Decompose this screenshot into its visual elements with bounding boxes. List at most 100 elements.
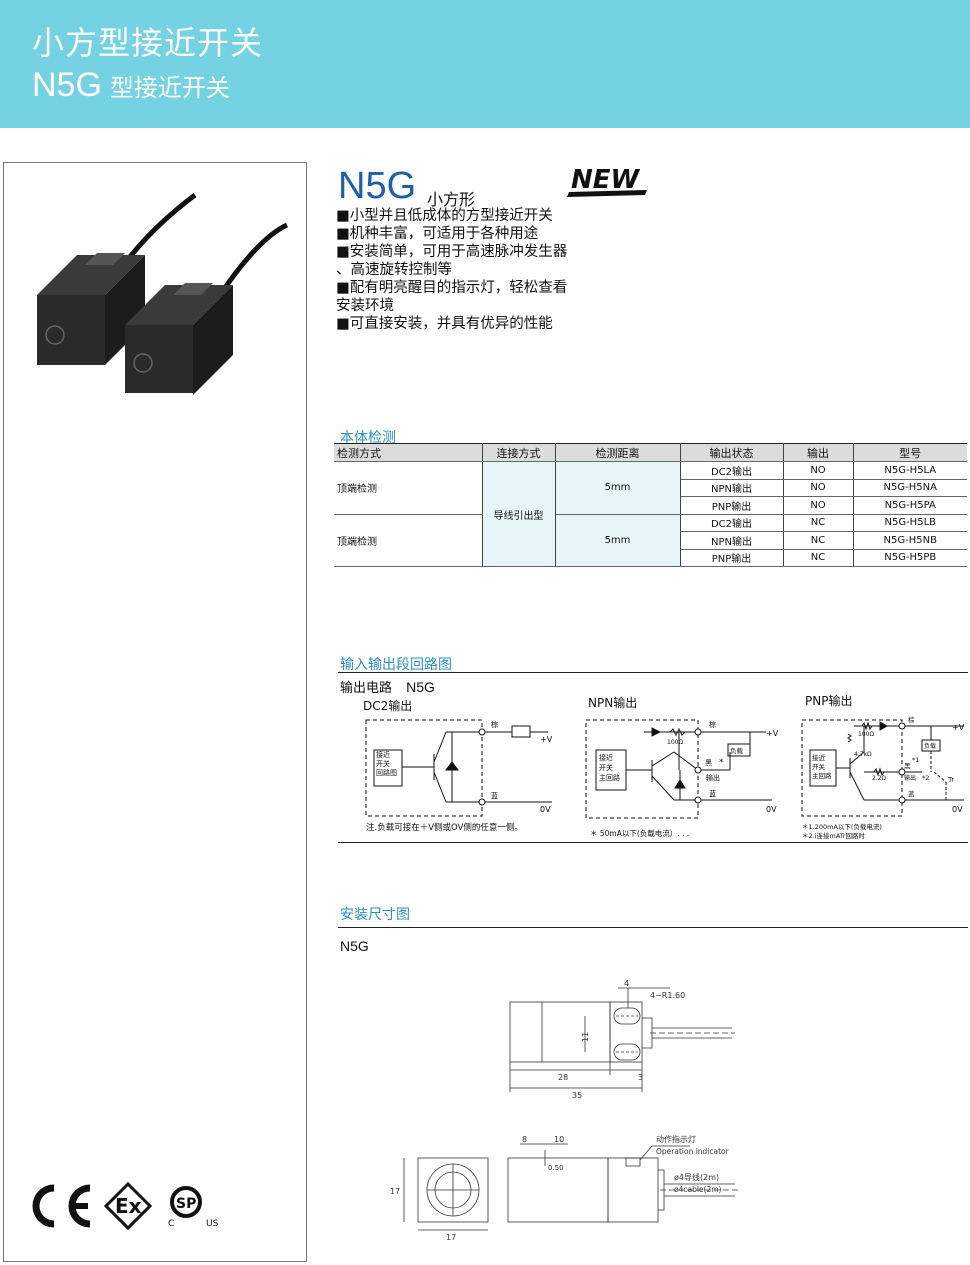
svg-text:8: 8 (522, 1135, 527, 1144)
feature-item: ■可直接安装，并具有优异的性能 (336, 316, 553, 332)
table-row: NPN输出 NO N5G-H5NA (334, 479, 967, 497)
dimension-section-title: 安装尺寸图 (340, 907, 410, 923)
svg-text:4: 4 (624, 980, 629, 988)
section-divider (338, 927, 968, 928)
ex-mark: Ex (103, 1181, 153, 1231)
connection-cell: 导线引出型 (482, 461, 556, 567)
svg-text:2.2Ω: 2.2Ω (872, 775, 887, 782)
svg-text:0V: 0V (952, 805, 963, 814)
col-header: 连接方式 (482, 443, 556, 462)
svg-text:17: 17 (390, 1187, 400, 1196)
output-cell: NO (783, 496, 854, 515)
output-cell: NC (783, 531, 854, 550)
table-row: PNP输出 NC N5G-H5PB (334, 549, 967, 567)
method-cell: 顶端检测 (334, 461, 483, 515)
svg-text:*1: *1 (912, 756, 919, 764)
circuit-section-title: 输入输出段回路图 (340, 657, 452, 673)
svg-text:负载: 负载 (730, 746, 744, 755)
feature-item: ■配有明亮醒目的指示灯，轻松查看 (336, 280, 568, 296)
svg-text:＊ 50mA以下(负载电流）. . .: ＊ 50mA以下(负载电流）. . . (590, 828, 689, 838)
output-cell: NO (783, 479, 854, 497)
circuit-heading-text: 输出电路 (340, 681, 393, 696)
output-state-cell: DC2输出 (680, 461, 784, 480)
output-state-cell: NPN输出 (680, 479, 784, 497)
section-divider (338, 842, 968, 843)
feature-item: ■小型并且低成体的方型接近开关 (336, 208, 553, 224)
output-state-cell: NPN输出 (680, 531, 784, 550)
table-row: 顶端检测 导线引出型 5mm DC2输出 NO N5G-H5LA (334, 461, 967, 567)
svg-text:0V: 0V (540, 805, 551, 814)
svg-text:注.负载可接在＋V侧或OV侧的任意一侧。: 注.负载可接在＋V侧或OV侧的任意一侧。 (366, 822, 523, 833)
spec-section-title: 本体检测 (340, 430, 396, 446)
model-cell: N5G-H5PA (853, 496, 967, 515)
new-badge: NEW (567, 165, 647, 197)
feature-list: ■小型并且低成体的方型接近开关 ■机种丰富，可适用于各种用途 ■安装简单，可用于… (336, 207, 606, 333)
feature-item: 、高速旋转控制等 (336, 262, 452, 278)
col-header: 输出状态 (680, 443, 784, 462)
output-cell: NC (783, 549, 854, 567)
distance-cell: 5mm (555, 461, 681, 515)
product-model: N5G (338, 165, 417, 207)
npn-circuit (585, 719, 772, 819)
svg-text:100Ω: 100Ω (667, 739, 683, 746)
svg-text:Ex: Ex (115, 1194, 142, 1218)
svg-text:+V: +V (766, 729, 779, 738)
svg-text:35: 35 (572, 1091, 582, 1100)
header-model: N5G (32, 66, 102, 104)
svg-text:Operation indicator: Operation indicator (656, 1147, 730, 1156)
table-header-row: 检测方式 连接方式 检测距离 输出状态 输出 型号 (334, 443, 967, 462)
dimension-model: N5G (340, 938, 369, 954)
svg-text:4.7kΩ: 4.7kΩ (854, 751, 872, 758)
svg-text:主回路: 主回路 (812, 771, 832, 780)
csa-mark: SP C US (168, 1186, 219, 1229)
header-title: 小方型接近开关 (32, 24, 264, 62)
svg-text:ø4cable(2m): ø4cable(2m) (674, 1185, 722, 1194)
model-cell: N5G-H5NA (853, 479, 967, 497)
svg-text:+V: +V (540, 735, 553, 744)
svg-text:接近: 接近 (812, 753, 826, 762)
pnp-label: PNP输出 (805, 694, 853, 708)
spec-table: 检测方式 连接方式 检测距离 输出状态 输出 型号 顶端检测 导线引出型 5mm… (334, 443, 967, 567)
output-state-cell: PNP输出 (680, 549, 784, 567)
svg-text:回路图: 回路图 (376, 768, 397, 777)
svg-text:开关: 开关 (812, 762, 826, 771)
svg-text:输出: 输出 (904, 774, 916, 782)
svg-text:17: 17 (446, 1233, 456, 1242)
col-header: 检测方式 (334, 443, 483, 462)
circuit-heading-model: N5G (406, 679, 435, 695)
svg-text:SP: SP (176, 1196, 196, 1212)
model-cell: N5G-H5PB (853, 549, 967, 567)
section-divider (338, 672, 968, 673)
svg-text:*2: *2 (922, 774, 929, 782)
svg-text:＊2.i连接mATr回路时: ＊2.i连接mATr回路时 (802, 831, 865, 840)
table-row: NPN输出 NC N5G-H5NB (334, 531, 967, 550)
svg-text:100Ω: 100Ω (858, 731, 874, 738)
product-photo (37, 193, 289, 395)
certification-marks: Ex SP C US (32, 1181, 219, 1231)
output-cell: NO (783, 461, 854, 480)
svg-text:棕: 棕 (491, 720, 498, 729)
product-image-panel (3, 162, 307, 1262)
model-cell: N5G-H5LB (853, 514, 967, 532)
pnp-circuit (801, 719, 964, 817)
svg-text:4−R1.60: 4−R1.60 (650, 991, 685, 1000)
svg-text:接近: 接近 (376, 750, 390, 759)
svg-text:ø4导线(2m): ø4导线(2m) (674, 1172, 719, 1182)
product-subtitle: 小方形 (427, 190, 476, 209)
feature-item: ■安装简单，可用于高速脉冲发生器 (336, 244, 568, 260)
distance-cell: 5mm (555, 514, 681, 567)
dc2-label: DC2输出 (363, 699, 413, 713)
svg-text:主回路: 主回路 (599, 773, 620, 782)
svg-text:＊1.200mA以下(负载电流): ＊1.200mA以下(负载电流) (802, 822, 882, 831)
svg-text:负载: 负载 (924, 742, 936, 750)
svg-text:10: 10 (554, 1135, 564, 1144)
output-state-cell: DC2输出 (680, 514, 784, 532)
svg-text:棕: 棕 (709, 720, 716, 729)
svg-text:棕: 棕 (908, 715, 915, 724)
model-cell: N5G-H5NB (853, 531, 967, 550)
svg-text:C: C (168, 1219, 174, 1229)
svg-text:开关: 开关 (599, 763, 613, 772)
table-row: 顶端检测 5mm DC2输出 NC N5G-H5LB (334, 514, 967, 567)
svg-text:黑: 黑 (904, 762, 911, 770)
